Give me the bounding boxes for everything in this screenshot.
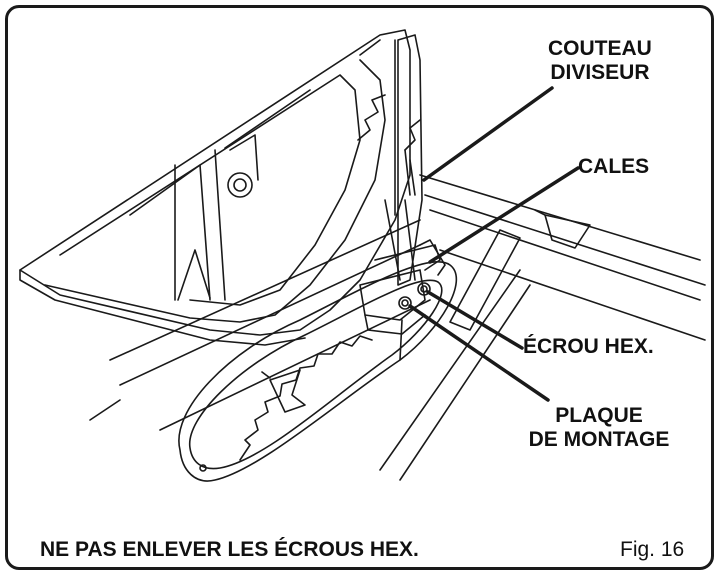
figure-number: Fig. 16 — [620, 538, 685, 561]
label-riving-knife-line1: COUTEAU — [548, 37, 652, 60]
label-mounting-plate-line2: DE MONTAGE — [528, 428, 670, 451]
blade-guard — [19, 29, 411, 346]
figure-frame — [5, 5, 714, 570]
label-riving-knife: COUTEAU DIVISEUR — [548, 37, 652, 85]
figure-caption: NE PAS ENLEVER LES ÉCROUS HEX. — [40, 538, 419, 561]
label-shims: CALES — [578, 155, 650, 178]
table-surface — [89, 174, 706, 481]
riving-knife — [384, 34, 423, 286]
leader-lines — [408, 86, 580, 402]
mounting-plate — [359, 239, 446, 361]
table-slot-tab — [534, 209, 591, 249]
label-hex-nut: ÉCROU HEX. — [523, 335, 654, 358]
throat-plate — [178, 260, 458, 482]
saw-blade — [239, 335, 373, 461]
label-mounting-plate-line1: PLAQUE — [555, 404, 643, 427]
label-riving-knife-line2: DIVISEUR — [550, 61, 650, 84]
label-mounting-plate: PLAQUE DE MONTAGE — [524, 404, 674, 452]
anti-kickback-pawls — [357, 94, 421, 151]
